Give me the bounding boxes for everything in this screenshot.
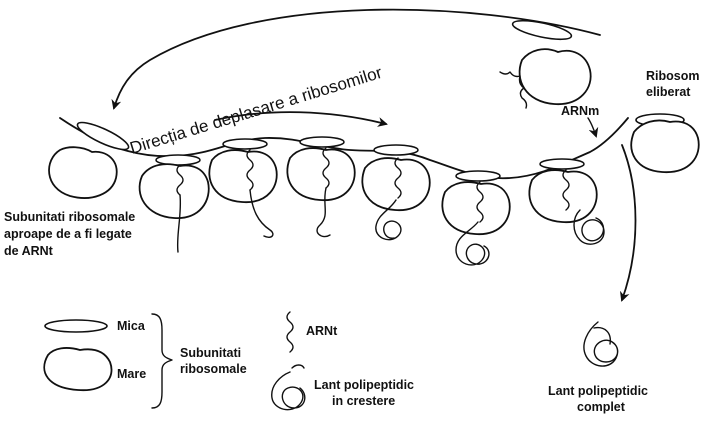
legend-growing-label-2: in crestere [332, 394, 395, 408]
trna-icon [322, 147, 330, 189]
legend-small-label: Mica [117, 319, 146, 333]
direction-arrow [214, 111, 388, 127]
ribosome [528, 158, 605, 245]
subunits-left-label-3: de ARNt [4, 244, 54, 258]
trna-icon [246, 149, 254, 191]
ribosome [361, 144, 431, 241]
ribosome [208, 138, 278, 239]
free-large-subunit [48, 146, 118, 199]
free-small-subunit [76, 121, 130, 151]
arnm-pointer [587, 117, 599, 138]
legend-subunits-label-1: Subunitati [180, 346, 241, 360]
subunits-left-label-2: aproape de a fi legate [4, 227, 132, 241]
ribosome [286, 136, 356, 238]
polypeptide-chain [316, 187, 331, 238]
recycle-arrow [111, 8, 601, 110]
polypeptide-chain [176, 194, 182, 253]
legend-small-subunit-icon [44, 319, 108, 333]
complete-chain-label-2: complet [577, 400, 626, 414]
release-arrow [620, 144, 637, 302]
trna-icon [562, 169, 570, 211]
trna-icon [176, 164, 184, 196]
legend-trna-icon [286, 311, 294, 353]
trna-icon [476, 181, 484, 223]
polypeptide-chain [249, 189, 274, 239]
ribosome [138, 154, 210, 253]
released-ribosome [630, 113, 700, 173]
polypeptide-knot [573, 209, 605, 245]
legend-growing-label-1: Lant polipeptidic [314, 378, 414, 392]
legend-growing-chain-icon [271, 364, 306, 411]
polypeptide-knot [455, 221, 490, 266]
ribosome [441, 170, 511, 266]
subunits-left-label-1: Subunitati ribosomale [4, 210, 135, 224]
released-ribosome-label-1: Ribosom [646, 69, 699, 83]
legend-brace-icon [151, 313, 173, 409]
legend-subunits-label-2: ribosomale [180, 362, 247, 376]
released-trna-icon [499, 71, 528, 109]
legend-large-subunit-icon [43, 347, 113, 391]
legend-trna-label: ARNt [306, 324, 338, 338]
complete-polypeptide-icon [583, 321, 619, 367]
released-large-subunit [518, 48, 592, 105]
released-ribosome-label-2: eliberat [646, 85, 691, 99]
arnm-label: ARNm [561, 104, 599, 118]
legend-large-label: Mare [117, 367, 146, 381]
released-small-subunit [511, 19, 573, 41]
complete-chain-label-1: Lant polipeptidic [548, 384, 648, 398]
trna-icon [394, 157, 402, 199]
polypeptide-knot [375, 199, 402, 241]
